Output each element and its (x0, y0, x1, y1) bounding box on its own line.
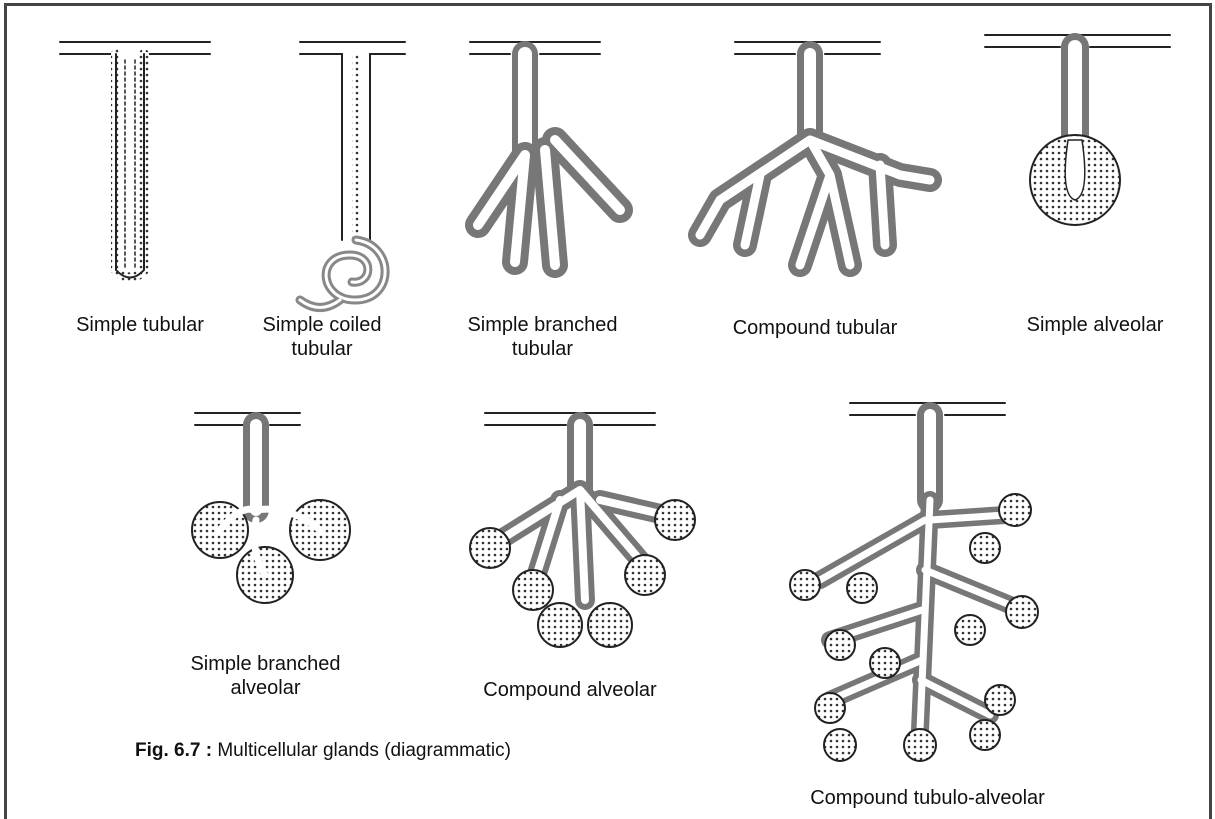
compound-tubular-drawing (700, 42, 930, 265)
label-line-2: alveolar (168, 676, 363, 700)
label-compound-tubular: Compound tubular (710, 316, 920, 340)
label-compound-alveolar: Compound alveolar (460, 678, 680, 702)
label-compound-tubulo-alveolar: Compound tubulo-alveolar (775, 786, 1080, 810)
simple-branched-alveolar-drawing (192, 413, 350, 603)
simple-branched-tubular-drawing (470, 42, 620, 265)
label-line-2: tubular (247, 337, 397, 361)
compound-alveolar-drawing (470, 413, 695, 647)
simple-coiled-tubular-drawing (300, 42, 405, 308)
label-simple-tubular: Simple tubular (55, 313, 225, 337)
label-simple-coiled-tubular: Simple coiled tubular (247, 313, 397, 361)
label-simple-branched-alveolar: Simple branched alveolar (168, 652, 363, 700)
label-line-1: Simple branched (445, 313, 640, 337)
caption-text: Multicellular glands (diagrammatic) (212, 740, 511, 761)
simple-alveolar-drawing (985, 35, 1170, 225)
label-line-1: Simple coiled (247, 313, 397, 337)
figure-caption: Fig. 6.7 : Multicellular glands (diagram… (135, 740, 511, 762)
label-line-1: Simple branched (168, 652, 363, 676)
caption-prefix: Fig. 6.7 : (135, 740, 212, 761)
compound-tubulo-alveolar-drawing (790, 403, 1038, 761)
label-simple-alveolar: Simple alveolar (1005, 313, 1185, 337)
label-line-2: tubular (445, 337, 640, 361)
simple-tubular-drawing (60, 42, 210, 278)
label-simple-branched-tubular: Simple branched tubular (445, 313, 640, 361)
